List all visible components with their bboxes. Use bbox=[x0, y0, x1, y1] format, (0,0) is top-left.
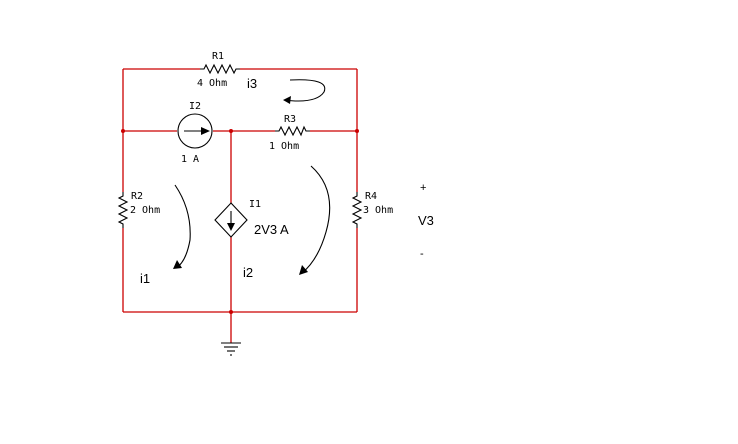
r4-name: R4 bbox=[365, 191, 377, 202]
arrow-head-icon bbox=[227, 223, 235, 231]
resistor-icon bbox=[351, 192, 363, 228]
i2-value: 1 A bbox=[181, 154, 199, 165]
v3-minus: - bbox=[420, 248, 424, 260]
current-source-icon bbox=[177, 113, 213, 149]
r3-name: R3 bbox=[284, 114, 296, 125]
loop-i2-arrow bbox=[301, 165, 331, 274]
junction-dot bbox=[355, 129, 359, 133]
loop-i3-arrow bbox=[283, 79, 326, 102]
r3-value: 1 Ohm bbox=[269, 141, 299, 152]
resistor-r3: R3 1 Ohm bbox=[269, 114, 310, 152]
junctions bbox=[121, 129, 359, 314]
mesh-loops: i3 i1 i2 bbox=[140, 76, 331, 286]
arrow-head-icon bbox=[201, 127, 210, 135]
i1-name: I1 bbox=[249, 199, 261, 210]
resistor-r2: R2 2 Ohm bbox=[117, 191, 160, 228]
junction-dot bbox=[229, 310, 233, 314]
current-source-i2: I2 1 A bbox=[177, 101, 213, 165]
junction-dot bbox=[121, 129, 125, 133]
loop-i1-arrow bbox=[174, 184, 191, 269]
r2-value: 2 Ohm bbox=[130, 205, 160, 216]
voltage-v3: + V3 - bbox=[418, 182, 434, 260]
v3-plus: + bbox=[420, 182, 426, 194]
r4-value: 3 Ohm bbox=[363, 205, 393, 216]
mesh-i2-label: i2 bbox=[243, 265, 253, 280]
arrow-head-icon bbox=[299, 265, 308, 275]
junction-dot bbox=[229, 129, 233, 133]
resistor-r1: R1 4 Ohm bbox=[197, 51, 240, 89]
r1-value: 4 Ohm bbox=[197, 78, 227, 89]
dependent-source-i1: I1 2V3 A bbox=[214, 199, 289, 238]
resistor-r4: R4 3 Ohm bbox=[351, 191, 393, 228]
i1-value: 2V3 A bbox=[254, 222, 289, 237]
r1-name: R1 bbox=[212, 51, 224, 62]
arrow-head-icon bbox=[173, 260, 182, 269]
mesh-i3-label: i3 bbox=[247, 76, 257, 91]
arrow-head-icon bbox=[283, 96, 291, 104]
v3-label: V3 bbox=[418, 213, 434, 228]
i2-name: I2 bbox=[189, 101, 201, 112]
dependent-current-source-icon bbox=[214, 202, 248, 238]
resistor-icon bbox=[275, 125, 310, 137]
mesh-i1-label: i1 bbox=[140, 271, 150, 286]
ground-icon bbox=[221, 342, 241, 356]
r2-name: R2 bbox=[131, 191, 143, 202]
resistor-icon bbox=[117, 192, 129, 228]
resistor-icon bbox=[200, 63, 240, 75]
